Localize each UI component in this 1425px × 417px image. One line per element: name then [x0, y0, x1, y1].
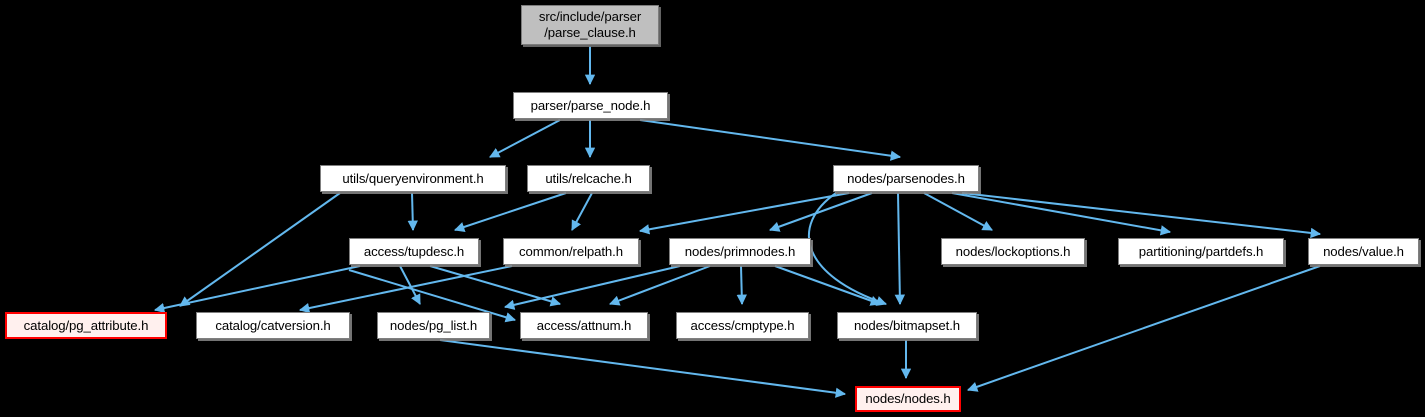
graph-node-label: access/cmptype.h: [690, 317, 795, 333]
graph-node-catversion[interactable]: catalog/catversion.h: [196, 312, 350, 339]
graph-node-label: access/attnum.h: [536, 317, 632, 333]
graph-node-label: src/include/parser /parse_clause.h: [538, 9, 642, 40]
graph-edge: [439, 339, 847, 398]
graph-node-label: nodes/nodes.h: [865, 391, 951, 406]
graph-node-parse_clause[interactable]: src/include/parser /parse_clause.h: [521, 5, 659, 45]
graph-node-label: utils/queryenvironment.h: [342, 170, 484, 186]
graph-edge: [769, 192, 873, 232]
graph-edge: [454, 192, 567, 232]
graph-edge: [489, 119, 561, 158]
graph-node-label: catalog/catversion.h: [215, 317, 331, 333]
graph-node-parsenodes[interactable]: nodes/parsenodes.h: [833, 165, 979, 192]
graph-node-value[interactable]: nodes/value.h: [1308, 238, 1419, 265]
graph-node-label: nodes/parsenodes.h: [847, 170, 965, 186]
graph-edge: [407, 192, 418, 232]
graph-edge: [503, 265, 681, 310]
graph-node-label: catalog/pg_attribute.h: [23, 317, 149, 333]
graph-node-label: nodes/bitmapset.h: [853, 317, 961, 333]
graph-edge: [638, 192, 850, 235]
graph-node-label: nodes/lockoptions.h: [955, 243, 1071, 259]
graph-node-nodes[interactable]: nodes/nodes.h: [855, 386, 961, 412]
graph-node-partdefs[interactable]: partitioning/partdefs.h: [1118, 238, 1284, 265]
graph-node-label: common/relpath.h: [519, 243, 623, 259]
graph-node-pg_attribute[interactable]: catalog/pg_attribute.h: [5, 312, 167, 339]
graph-edge: [179, 192, 341, 307]
graph-node-attnum[interactable]: access/attnum.h: [520, 312, 648, 339]
graph-edge: [639, 119, 902, 161]
graph-edge: [348, 269, 516, 323]
graph-edge: [807, 192, 887, 306]
graph-edge: [429, 265, 561, 307]
graph-node-cmptype[interactable]: access/cmptype.h: [676, 312, 809, 339]
graph-node-label: utils/relcache.h: [545, 170, 632, 186]
graph-node-label: parser/parse_node.h: [530, 97, 651, 113]
graph-node-label: partitioning/partdefs.h: [1138, 243, 1264, 259]
graph-node-relpath[interactable]: common/relpath.h: [503, 238, 639, 265]
graph-node-queryenvironment[interactable]: utils/queryenvironment.h: [320, 165, 506, 192]
graph-node-bitmapset[interactable]: nodes/bitmapset.h: [837, 312, 977, 339]
graph-node-primnodes[interactable]: nodes/primnodes.h: [669, 238, 811, 265]
graph-node-tupdesc[interactable]: access/tupdesc.h: [349, 238, 479, 265]
graph-node-label: access/tupdesc.h: [363, 243, 465, 259]
graph-edge: [894, 192, 906, 306]
graph-node-pg_list[interactable]: nodes/pg_list.h: [377, 312, 490, 339]
graph-edge: [571, 192, 593, 231]
graph-node-label: nodes/pg_list.h: [389, 317, 478, 333]
graph-edge: [967, 265, 1321, 392]
graph-edge: [923, 192, 993, 231]
graph-node-label: nodes/primnodes.h: [684, 243, 796, 259]
graph-node-label: nodes/value.h: [1323, 243, 1404, 259]
graph-edge: [609, 265, 711, 306]
graph-node-parse_node[interactable]: parser/parse_node.h: [513, 92, 668, 119]
graph-node-lockoptions[interactable]: nodes/lockoptions.h: [941, 238, 1085, 265]
graph-edge: [736, 265, 747, 306]
graph-edge: [951, 192, 1172, 236]
graph-edge: [774, 265, 881, 306]
graph-edge: [399, 265, 421, 305]
graph-edge: [961, 192, 1322, 239]
graph-node-relcache[interactable]: utils/relcache.h: [527, 165, 650, 192]
